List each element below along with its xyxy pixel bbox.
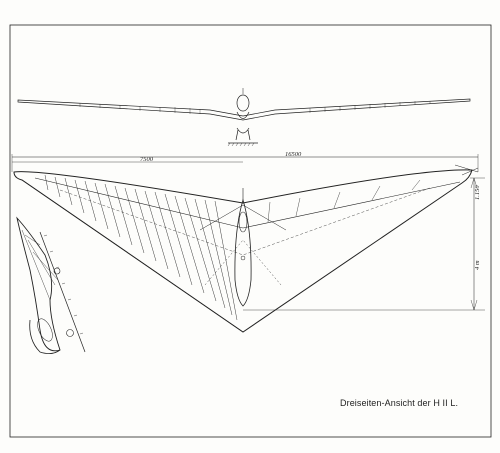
side-view-wheel-top xyxy=(53,267,61,275)
tip-label: 1.150 xyxy=(474,185,481,200)
side-view-outline xyxy=(16,216,61,352)
front-view xyxy=(17,88,471,147)
top-view-spar xyxy=(34,177,461,229)
top-view-ribs xyxy=(44,174,238,321)
top-view-fuselage xyxy=(234,198,252,307)
frame-border xyxy=(9,24,492,438)
span-half-label: 7500 xyxy=(140,156,154,163)
drawing-caption: Dreiseiten-Ansicht der H II L. xyxy=(340,398,459,408)
side-view xyxy=(16,216,86,354)
front-view-ribs xyxy=(79,101,431,114)
tip-detail xyxy=(454,164,479,176)
top-view-cockpit xyxy=(238,211,248,233)
side-view-ground-line xyxy=(39,231,86,353)
front-view-wing xyxy=(17,98,471,121)
side-view-wheel-bottom xyxy=(66,329,74,337)
front-view-cockpit xyxy=(236,94,250,112)
span-full-label: 16500 xyxy=(285,151,302,158)
top-view-wing-outline xyxy=(13,169,473,333)
top-view xyxy=(11,154,485,333)
side-view-nose xyxy=(29,319,61,354)
front-view-skid xyxy=(235,127,251,141)
height-label: 4 m xyxy=(474,260,481,270)
